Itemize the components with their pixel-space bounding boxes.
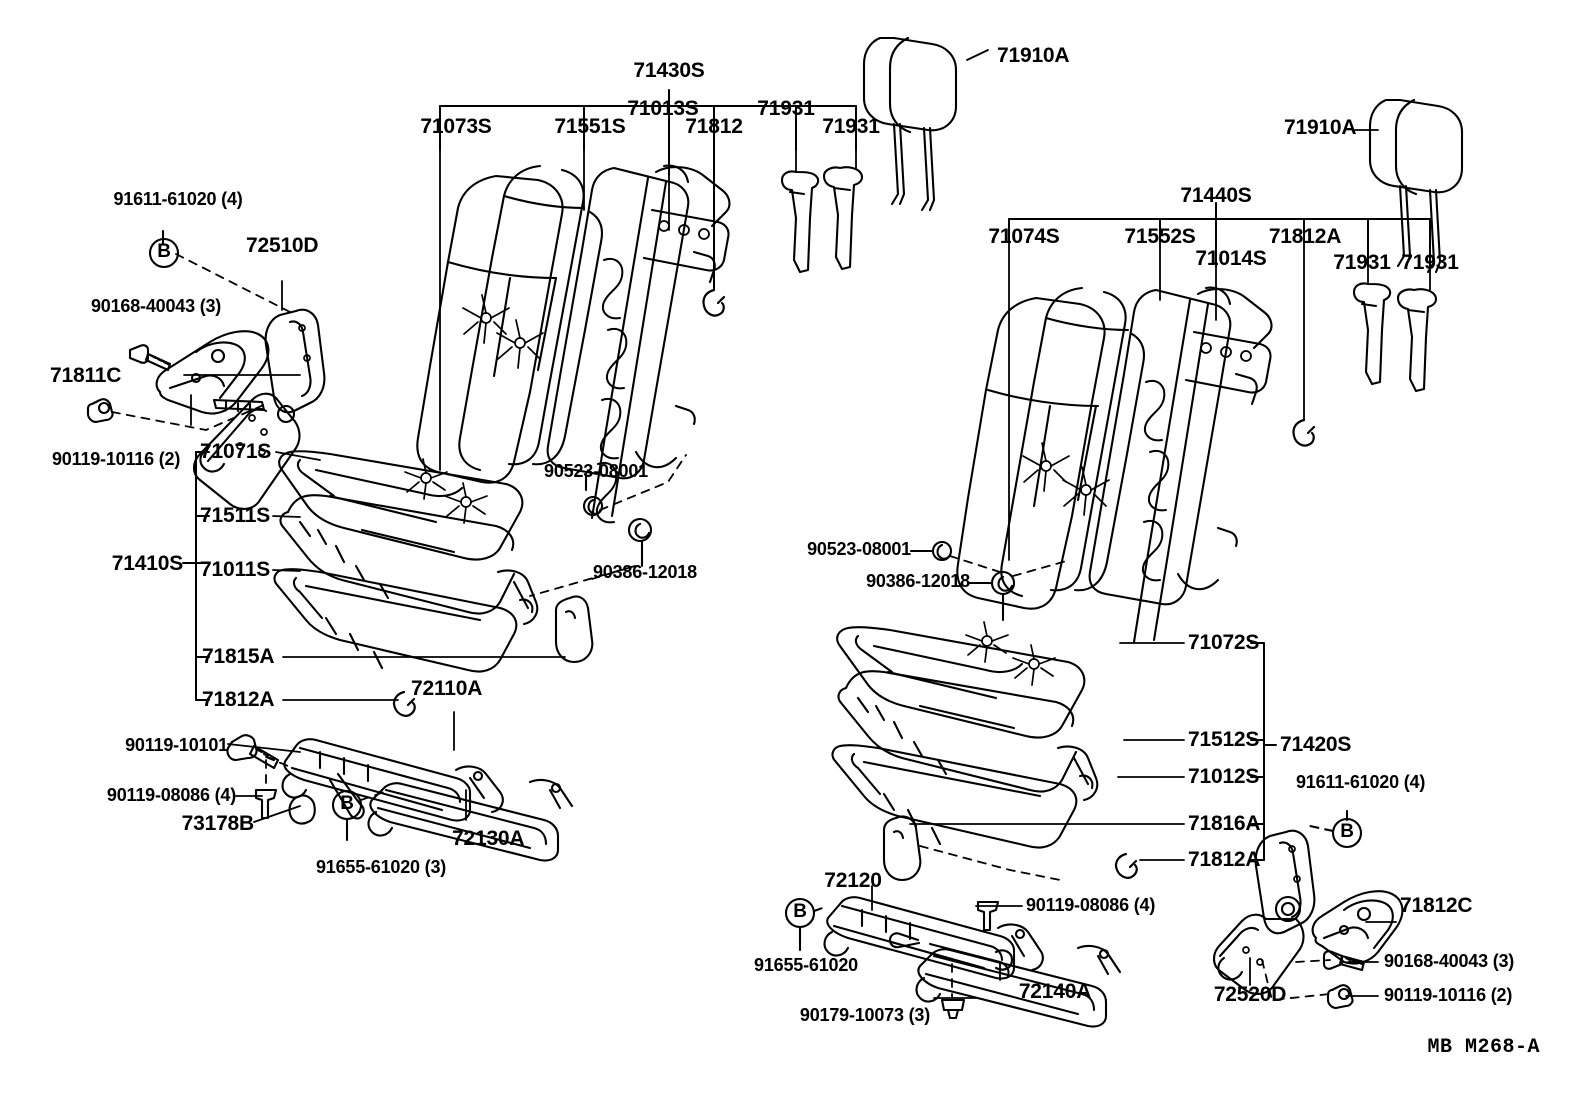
label-right-cushion-group: 71420S bbox=[1280, 733, 1352, 756]
support-71931-right-a bbox=[1352, 282, 1392, 386]
label-right-seatback-group: 71440S bbox=[1180, 184, 1252, 207]
label-right-inner-rail: 72120 bbox=[824, 869, 882, 892]
label-right-headrest: 71910A bbox=[1284, 116, 1357, 139]
diagram-footer-id: MB M268-A bbox=[1427, 1036, 1540, 1059]
label-left-seatback-cover: 71073S bbox=[420, 115, 492, 138]
label-left-headrest: 71910A bbox=[997, 44, 1070, 67]
label-left-seatback-frame: 71013S bbox=[627, 97, 699, 120]
label-right-headrest-support-b: 71931 bbox=[1401, 251, 1459, 274]
label-right-hinge-nut: 90119-10116 (2) bbox=[1384, 985, 1513, 1005]
nut-90179-10073 bbox=[940, 998, 966, 1020]
screw-90168-40043-right bbox=[1322, 950, 1366, 972]
left-seat-cushion bbox=[273, 450, 594, 673]
b-mark-glyph-right-hinge: B bbox=[1340, 821, 1354, 842]
label-left-seatback-pad: 71551S bbox=[554, 115, 626, 138]
label-left-hinge-screw: 90168-40043 (3) bbox=[91, 296, 222, 316]
label-left-cushion-bolt: 90523-08001 bbox=[544, 461, 648, 481]
label-right-seatback-hook: 71812A bbox=[1268, 225, 1342, 248]
label-right-seatback-cover: 71074S bbox=[988, 225, 1060, 248]
screw-90119-08086-left bbox=[254, 788, 278, 820]
label-left-hinge-bolt: 91611-61020 (4) bbox=[113, 189, 243, 209]
label-left-inner-rail: 72110A bbox=[411, 677, 483, 700]
headrest-right bbox=[1368, 98, 1464, 274]
label-left-cushion-shield: 71815A bbox=[202, 645, 275, 668]
label-left-cushion-nut: 90386-12018 bbox=[593, 562, 697, 582]
support-71931-left-b bbox=[822, 166, 864, 271]
label-left-cushion-clip: 71812A bbox=[202, 688, 275, 711]
label-right-rail-mark-bolt: 91655-61020 bbox=[754, 955, 858, 975]
clip-71812-left bbox=[702, 288, 726, 317]
label-left-cushion-pad: 71511S bbox=[200, 504, 271, 527]
clip-71812A-right-cushion bbox=[1114, 852, 1138, 879]
label-left-rail-mark-bolt: 91655-61020 (3) bbox=[315, 857, 447, 877]
label-left-cushion-cover: 71071S bbox=[200, 440, 272, 463]
b-mark-glyph-right-rails: B bbox=[793, 901, 807, 922]
knob-71811C bbox=[155, 330, 270, 415]
label-right-cushion-frame: 71012S bbox=[1188, 765, 1260, 788]
b-mark-glyph-left-rails: B bbox=[340, 793, 354, 814]
label-left-headrest-support-a: 71931 bbox=[757, 97, 815, 120]
label-left-hinge-cover: 72510D bbox=[246, 234, 319, 257]
label-left-hinge-nut: 90119-10116 (2) bbox=[52, 449, 181, 469]
fastener-90386-12018-right bbox=[968, 571, 1016, 622]
fastener-90523-08001-right bbox=[909, 540, 953, 562]
label-left-rail-bolt: 90119-10101 bbox=[125, 735, 228, 755]
label-left-seatback-group: 71430S bbox=[633, 59, 705, 82]
label-left-seatback-hook: 71812 bbox=[685, 115, 743, 138]
label-right-hinge-bolt: 91611-61020 (4) bbox=[1296, 772, 1426, 792]
leader-71430S bbox=[439, 89, 857, 291]
support-71931-right-b bbox=[1396, 288, 1438, 393]
clip-71812A-right-back bbox=[1292, 418, 1316, 447]
label-right-cushion-clip: 71812A bbox=[1188, 848, 1261, 871]
label-right-recliner-knob: 71812C bbox=[1400, 894, 1473, 917]
b-mark-glyph-left-hinge: B bbox=[157, 241, 171, 262]
label-right-headrest-support-a: 71931 bbox=[1333, 251, 1391, 274]
nut-90119-10116-left bbox=[86, 398, 114, 424]
label-left-outer-rail: 72130A bbox=[452, 827, 525, 850]
screw-90168-40043-left bbox=[128, 344, 172, 372]
label-right-rail-nut: 90179-10073 (3) bbox=[799, 1005, 930, 1025]
rail-72110A bbox=[281, 738, 504, 822]
spring-73178B bbox=[288, 794, 316, 825]
right-seatback bbox=[956, 286, 1273, 644]
label-left-rail-screw: 90119-08086 (4) bbox=[106, 785, 236, 805]
label-left-cushion-group: 71410S bbox=[111, 552, 183, 575]
support-71931-left-a bbox=[780, 170, 820, 274]
label-right-cushion-bolt: 90523-08001 bbox=[807, 539, 911, 559]
label-right-cushion-nut: 90386-12018 bbox=[866, 571, 970, 591]
label-left-recliner-knob: 71811C bbox=[50, 364, 122, 387]
bolt-90119-10101 bbox=[226, 734, 280, 770]
label-right-cushion-pad: 71512S bbox=[1188, 728, 1260, 751]
label-right-seatback-frame: 71014S bbox=[1195, 247, 1267, 270]
label-right-hinge-screw: 90168-40043 (3) bbox=[1384, 951, 1515, 971]
label-right-rail-screw: 90119-08086 (4) bbox=[1026, 895, 1156, 915]
label-right-cushion-cover: 71072S bbox=[1188, 631, 1260, 654]
label-right-cushion-shield: 71816A bbox=[1188, 812, 1261, 835]
nut-90119-10116-right bbox=[1326, 984, 1354, 1010]
label-right-hinge-cover: 72520D bbox=[1213, 983, 1287, 1006]
fastener-90386-12018-left bbox=[627, 518, 653, 568]
label-right-outer-rail: 72140A bbox=[1018, 980, 1092, 1003]
label-left-cushion-frame: 71011S bbox=[200, 558, 271, 581]
label-right-seatback-pad: 71552S bbox=[1124, 225, 1196, 248]
label-left-rail-spring: 73178B bbox=[181, 812, 255, 835]
label-left-headrest-support-b: 71931 bbox=[822, 115, 880, 138]
hinge-cover-72510D bbox=[192, 308, 326, 510]
screw-90119-08086-right bbox=[976, 900, 1000, 932]
right-seat-cushion bbox=[831, 621, 1099, 882]
